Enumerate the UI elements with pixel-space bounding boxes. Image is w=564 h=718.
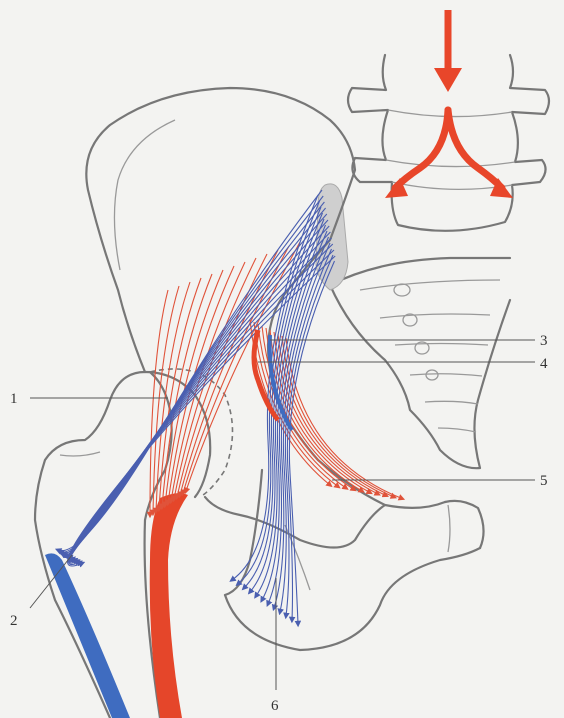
label-2: 2 <box>10 613 18 629</box>
label-4: 4 <box>540 356 548 372</box>
label-6: 6 <box>271 698 279 714</box>
label-3: 3 <box>540 333 548 349</box>
label-5: 5 <box>540 473 548 489</box>
label-1: 1 <box>10 391 18 407</box>
